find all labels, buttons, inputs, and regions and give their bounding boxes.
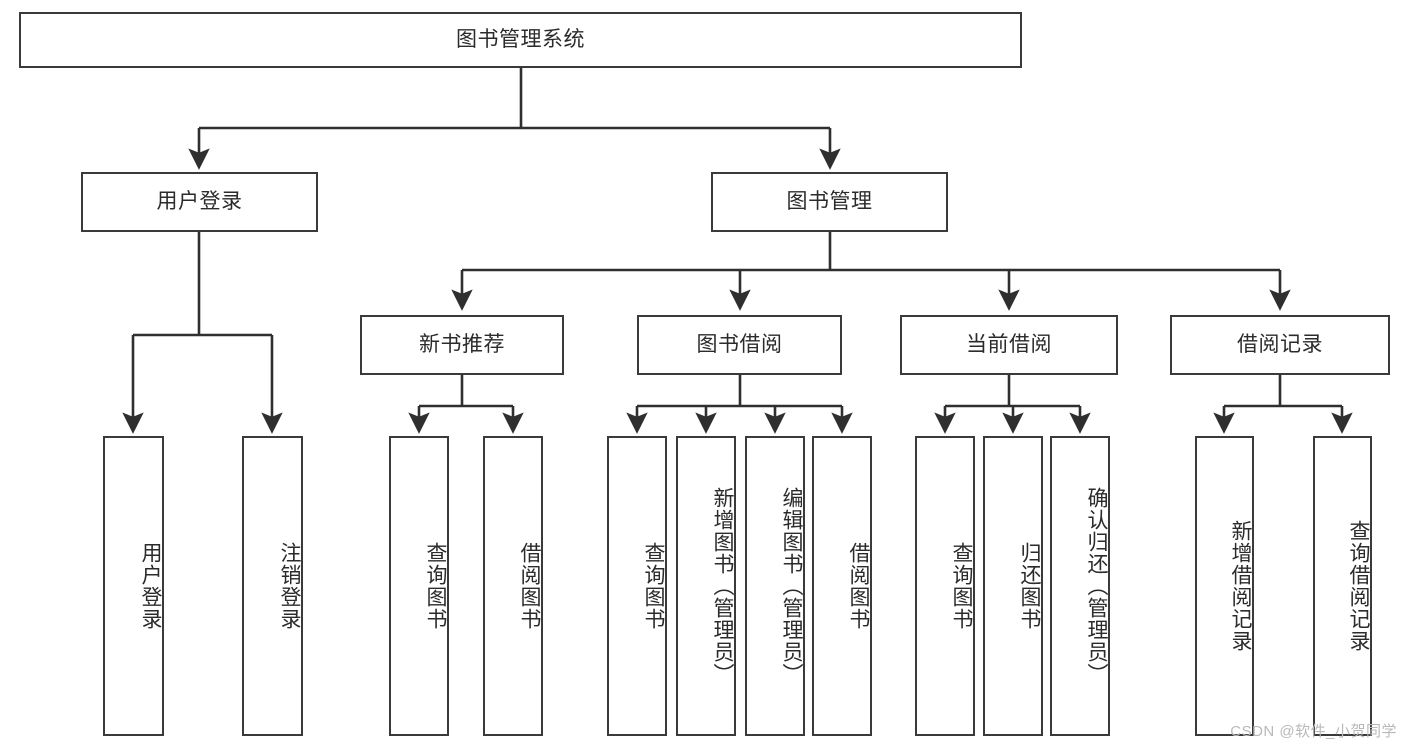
leaf-borrow-book-recommend[interactable]: 借阅图书 (483, 436, 543, 736)
watermark-csdn: CSDN @软件_小贺同学 (1230, 723, 1397, 740)
leaf-query-book-current[interactable]: 查询图书 (915, 436, 975, 736)
node-label: 查询图书 (642, 542, 665, 630)
node-current-borrow[interactable]: 当前借阅 (900, 315, 1118, 375)
node-user-login[interactable]: 用户登录 (81, 172, 318, 232)
node-label: 归还图书 (1018, 542, 1041, 630)
node-label: 新书推荐 (419, 333, 505, 357)
leaf-return-book[interactable]: 归还图书 (983, 436, 1043, 736)
node-borrow-record[interactable]: 借阅记录 (1170, 315, 1390, 375)
node-label: 查询图书 (950, 542, 973, 630)
leaf-confirm-return-admin[interactable]: 确认归还（管理员） (1050, 436, 1110, 736)
leaf-query-book-recommend[interactable]: 查询图书 (389, 436, 449, 736)
node-label: 确认归还（管理员） (1085, 487, 1108, 685)
leaf-user-login[interactable]: 用户登录 (103, 436, 164, 736)
node-label: 查询借阅记录 (1347, 520, 1370, 652)
node-label: 借阅图书 (518, 542, 541, 630)
node-label: 新增图书（管理员） (711, 487, 734, 685)
leaf-add-book-admin[interactable]: 新增图书（管理员） (676, 436, 736, 736)
node-book-management[interactable]: 图书管理 (711, 172, 948, 232)
node-book-borrow[interactable]: 图书借阅 (637, 315, 842, 375)
node-new-book-recommend[interactable]: 新书推荐 (360, 315, 564, 375)
node-label: 查询图书 (424, 542, 447, 630)
node-label: 用户登录 (139, 542, 162, 630)
leaf-logout[interactable]: 注销登录 (242, 436, 303, 736)
node-label: 新增借阅记录 (1229, 520, 1252, 652)
node-label: 借阅图书 (847, 542, 870, 630)
node-label: 注销登录 (278, 542, 301, 630)
leaf-edit-book-admin[interactable]: 编辑图书（管理员） (745, 436, 805, 736)
node-label: 图书管理 (786, 190, 873, 214)
leaf-query-borrow-record[interactable]: 查询借阅记录 (1313, 436, 1372, 736)
node-label: 图书借阅 (696, 333, 783, 357)
node-label: 编辑图书（管理员） (780, 487, 803, 685)
node-root-system[interactable]: 图书管理系统 (19, 12, 1022, 68)
leaf-query-book-borrow[interactable]: 查询图书 (607, 436, 667, 736)
leaf-add-borrow-record[interactable]: 新增借阅记录 (1195, 436, 1254, 736)
node-label: 当前借阅 (966, 333, 1052, 357)
node-label: 用户登录 (156, 190, 243, 214)
node-label: 借阅记录 (1237, 333, 1323, 357)
node-label: 图书管理系统 (456, 28, 585, 52)
leaf-borrow-book[interactable]: 借阅图书 (812, 436, 872, 736)
